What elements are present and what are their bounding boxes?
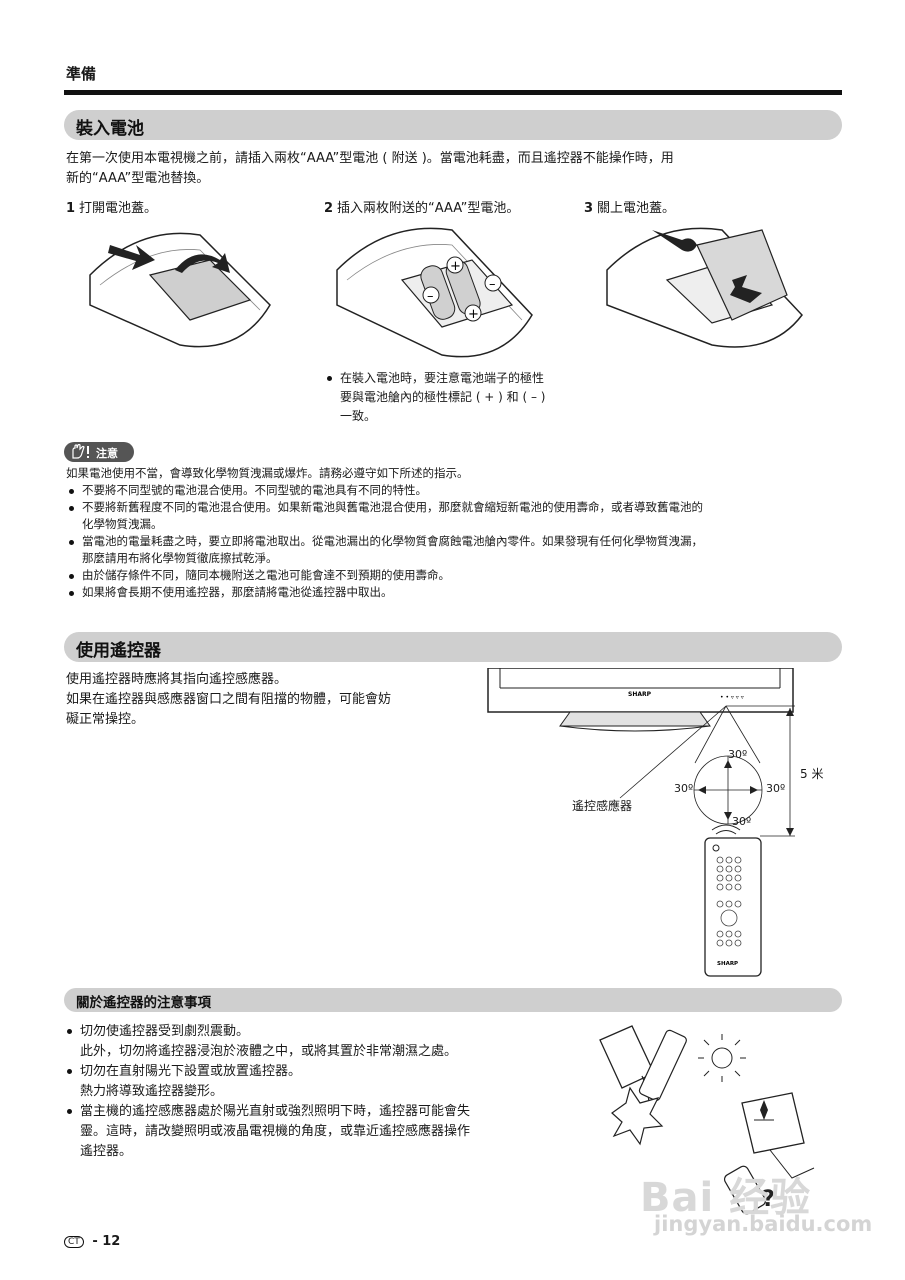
distance-label: 5 米 [800, 767, 824, 781]
angle-right-label: 30º [766, 782, 786, 795]
section-header-battery: 裝入電池 [64, 110, 842, 140]
remote-brand: SHARP [717, 961, 738, 967]
angle-bottom-label: 30º [732, 815, 752, 828]
caution-badge: 注意 [64, 442, 134, 462]
remote-range-diagram: SHARP • • ▿ ▿ ▿ SHARP [487, 668, 795, 977]
precaution-item: 切勿使遙控器受到劇烈震動。此外，切勿將遙控器浸泡於液體之中，或將其置於非常潮濕之… [64, 1022, 584, 1062]
watermark-url: jingyan.baidu.com [654, 1212, 873, 1236]
svg-text:+: + [468, 307, 479, 322]
sensor-label: 遙控感應器 [572, 799, 633, 813]
angle-top-label: 30º [728, 748, 748, 761]
step3-illustration [606, 227, 803, 348]
step1-illustration [89, 232, 271, 348]
tv-brand: SHARP [628, 691, 652, 698]
precautions-illustration: ? [599, 1025, 815, 1215]
angle-left-label: 30º [674, 782, 694, 795]
battery-intro: 在第一次使用本電視機之前，請插入兩枚“AAA”型電池 ( 附送 )。當電池耗盡，… [66, 151, 674, 186]
section-header-remote: 使用遙控器 [64, 632, 842, 662]
caution-item: 如果將會長期不使用遙控器，那麼請將電池從遙控器中取出。 [66, 584, 851, 601]
section-header-precautions: 關於遙控器的注意事項 [64, 988, 842, 1012]
svg-text:–: – [489, 277, 496, 292]
caution-item: 由於儲存條件不同，隨同本機附送之電池可能會達不到預期的使用壽命。 [66, 567, 851, 584]
svg-text:• • ▿ ▿ ▿: • • ▿ ▿ ▿ [720, 694, 744, 701]
hand-warning-icon [72, 444, 89, 459]
section-title: 使用遙控器 [76, 641, 161, 661]
caution-item: 不要將新舊程度不同的電池混合使用。如果新電池與舊電池混合使用，那麼就會縮短新電池… [66, 499, 851, 533]
svg-text:–: – [427, 289, 434, 304]
section-title: 裝入電池 [76, 119, 144, 139]
watermark-logo: Bai 经验 [640, 1175, 812, 1221]
language-code-badge: CT [64, 1236, 84, 1248]
page-number: 12 [102, 1234, 121, 1249]
caution-item: 不要將不同型號的電池混合使用。不同型號的電池具有不同的特性。 [66, 482, 851, 499]
caution-item: 當電池的電量耗盡之時，要立即將電池取出。從電池漏出的化學物質會腐蝕電池艙內零件。… [66, 533, 851, 567]
precautions-list: 切勿使遙控器受到劇烈震動。此外，切勿將遙控器浸泡於液體之中，或將其置於非常潮濕之… [64, 1022, 584, 1162]
remote-usage-text: 使用遙控器時應將其指向遙控感應器。 如果在遙控器與感應器窗口之間有阻擋的物體，可… [66, 672, 392, 727]
svg-text:?: ? [762, 1187, 775, 1212]
chapter-title: 準備 [66, 65, 97, 83]
page-footer: CT - 12 [64, 1234, 120, 1249]
step2-illustration: + – – + [336, 227, 533, 358]
precaution-item: 切勿在直射陽光下設置或放置遙控器。熱力將導致遙控器變形。 [64, 1062, 584, 1102]
polarity-note: 在裝入電池時，要注意電池端子的極性 要與電池艙內的極性標記 ( + ) 和 ( … [324, 369, 545, 426]
precaution-item: 當主機的遙控感應器處於陽光直射或強烈照明下時，遙控器可能會失靈。這時，請改變照明… [64, 1102, 584, 1162]
svg-text:+: + [450, 259, 461, 274]
caution-text: 如果電池使用不當，會導致化學物質洩漏或爆炸。請務必遵守如下所述的指示。 不要將不… [66, 465, 851, 601]
chapter-rule [64, 90, 842, 95]
section-title: 關於遙控器的注意事項 [76, 995, 211, 1011]
